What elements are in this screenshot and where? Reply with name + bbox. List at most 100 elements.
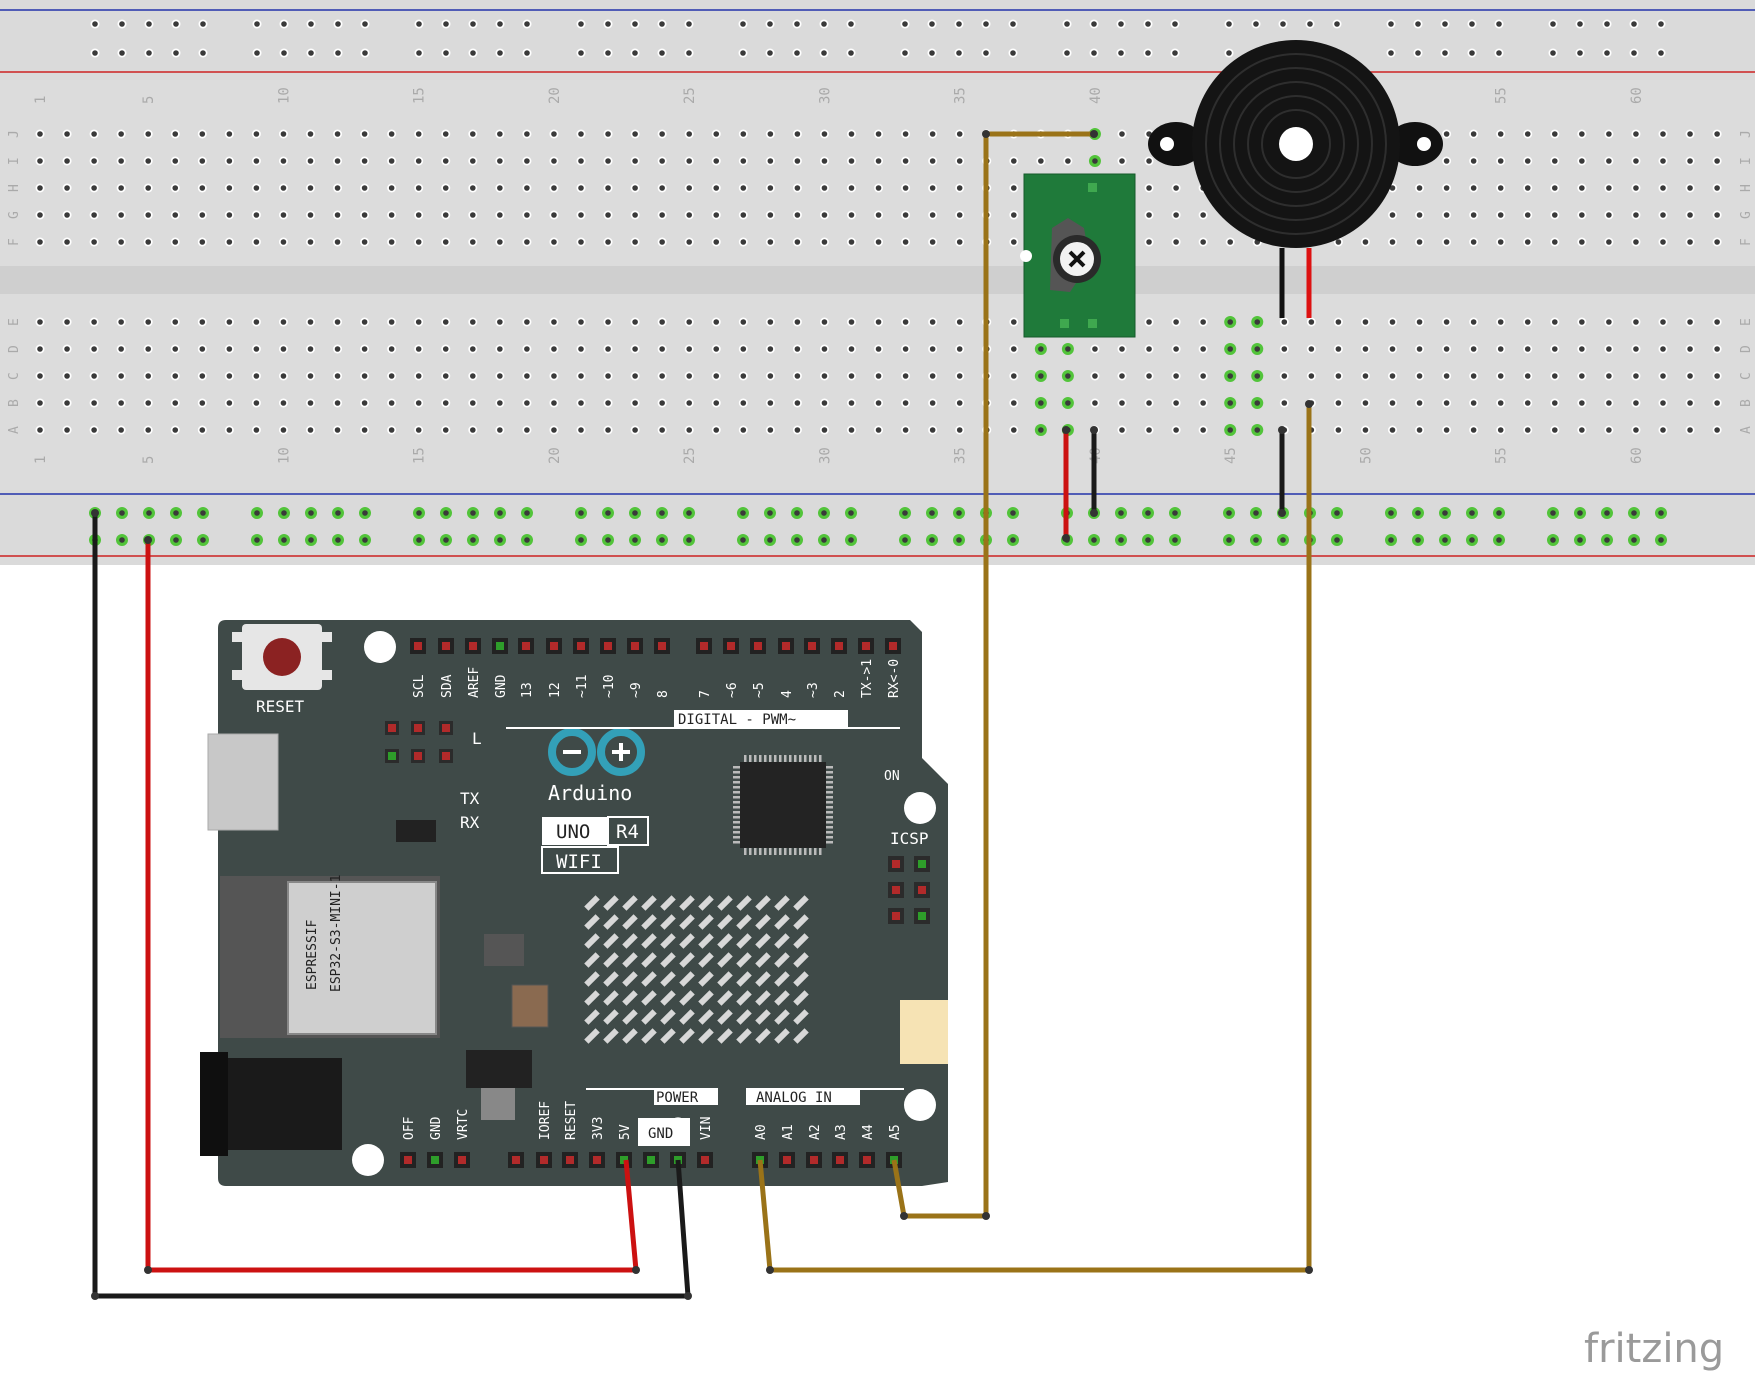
breadboard-hole-center: [64, 373, 70, 379]
row-letter: C: [7, 372, 22, 380]
breadboard-hole-center: [64, 346, 70, 352]
breadboard-hole-center: [307, 212, 314, 218]
breadboard-hole-center: [1119, 346, 1125, 352]
breadboard-hole-center: [1606, 373, 1612, 379]
digital-pin-contact: [658, 642, 666, 650]
digital-pin-label: 2: [833, 690, 848, 698]
mcu-pin: [826, 791, 833, 794]
breadboard-hole-center: [1524, 427, 1531, 433]
matrix-led: [660, 1028, 676, 1044]
breadboard-hole-center: [848, 21, 854, 27]
breadboard-hole-center: [442, 158, 449, 164]
breadboard-hole-center: [767, 373, 774, 379]
breadboard-hole-center: [1579, 400, 1585, 406]
breadboard-hole-center: [1200, 373, 1206, 379]
breadboard-hole-center: [442, 212, 449, 218]
breadboard-hole-center: [551, 400, 557, 406]
breadboard-hole-center: [145, 427, 151, 433]
breadboard-hole-center: [686, 212, 692, 218]
digital-pin-label: TX->1: [860, 659, 875, 698]
breadboard-hole-center: [1687, 400, 1693, 406]
reset-button-cap[interactable]: [263, 638, 301, 676]
breadboard-hole-center: [64, 427, 70, 433]
breadboard-hole-center: [1552, 131, 1558, 137]
breadboard-hole-center: [361, 131, 368, 137]
matrix-led: [793, 1028, 809, 1044]
matrix-led: [660, 971, 676, 987]
matrix-led: [641, 1009, 657, 1025]
breadboard-hole-center: [253, 400, 260, 406]
matrix-led: [793, 990, 809, 1006]
breadboard-hole-center: [1631, 21, 1637, 27]
breadboard-hole-center: [1227, 346, 1233, 352]
breadboard-hole-center: [821, 346, 828, 352]
mcu-pin: [733, 771, 740, 774]
breadboard-hole-center: [578, 319, 584, 325]
breadboard-hole-center: [1606, 239, 1612, 245]
breadboard-hole-center: [875, 400, 882, 406]
breadboard-hole-center: [308, 510, 314, 516]
breadboard-hole-center: [524, 427, 530, 433]
column-number: 30: [817, 447, 833, 464]
breadboard-hole-center: [415, 427, 422, 433]
breadboard-hole-center: [605, 50, 611, 56]
breadboard-hole-center: [1604, 537, 1610, 543]
mcu-pin: [744, 755, 747, 762]
mcu-pin: [826, 806, 833, 809]
mcu-pin: [794, 755, 797, 762]
breadboard-hole-center: [280, 131, 287, 137]
breadboard-bottom-rail-area: [0, 490, 1755, 565]
digital-pin-contact: [577, 642, 585, 650]
breadboard-hole-center: [1064, 50, 1070, 56]
matrix-led: [660, 1009, 676, 1025]
breadboard-top-rail-area: [0, 0, 1755, 80]
mcu-pin: [799, 848, 802, 855]
breadboard-hole-center: [1470, 212, 1477, 218]
row-letter: H: [7, 184, 22, 192]
mcu-pin: [826, 776, 833, 779]
breadboard-hole-center: [740, 400, 747, 406]
breadboard-hole-center: [1389, 427, 1396, 433]
breadboard-hole-center: [551, 346, 557, 352]
breadboard-hole-center: [1146, 239, 1152, 245]
icsp-label: ICSP: [890, 829, 929, 848]
breadboard-hole-center: [253, 346, 260, 352]
digital-pin-label: ~9: [629, 682, 644, 698]
breadboard-hole-center: [1172, 21, 1178, 27]
breadboard-hole-center: [280, 239, 287, 245]
breadboard-hole-center: [470, 319, 476, 325]
breadboard-hole-center: [226, 427, 233, 433]
dc-power-jack-rim: [200, 1052, 228, 1156]
breadboard-hole-center: [308, 21, 314, 27]
breadboard-hole-center: [659, 239, 665, 245]
breadboard-hole-center: [442, 373, 449, 379]
breadboard-hole-center: [524, 373, 530, 379]
breadboard-hole-center: [1497, 319, 1504, 325]
breadboard-hole-center: [1658, 537, 1664, 543]
breadboard-hole-center: [794, 537, 800, 543]
breadboard-hole-center: [226, 373, 233, 379]
breadboard-hole-center: [334, 131, 341, 137]
breadboard-hole-center: [740, 158, 747, 164]
breadboard-hole-center: [983, 50, 989, 56]
mcu-pin: [764, 755, 767, 762]
mcu-pin: [799, 755, 802, 762]
mcu-pin: [804, 755, 807, 762]
breadboard-hole-center: [632, 158, 638, 164]
breadboard-hole-center: [1497, 400, 1504, 406]
breadboard-hole-center: [1442, 50, 1448, 56]
breadboard-hole-center: [497, 185, 503, 191]
breadboard-hole-center: [605, 427, 611, 433]
breadboard-hole-center: [686, 131, 692, 137]
breadboard-hole-center: [1011, 427, 1017, 433]
breadboard-hole-center: [740, 50, 746, 56]
breadboard-hole-center: [1714, 185, 1720, 191]
breadboard-hole-center: [1389, 185, 1396, 191]
mounting-hole: [364, 631, 396, 663]
breadboard-hole-center: [254, 537, 260, 543]
breadboard-hole-center: [1524, 400, 1531, 406]
digital-pin-label: 12: [548, 682, 563, 698]
breadboard-hole-center: [253, 158, 260, 164]
breadboard-hole-center: [713, 239, 720, 245]
